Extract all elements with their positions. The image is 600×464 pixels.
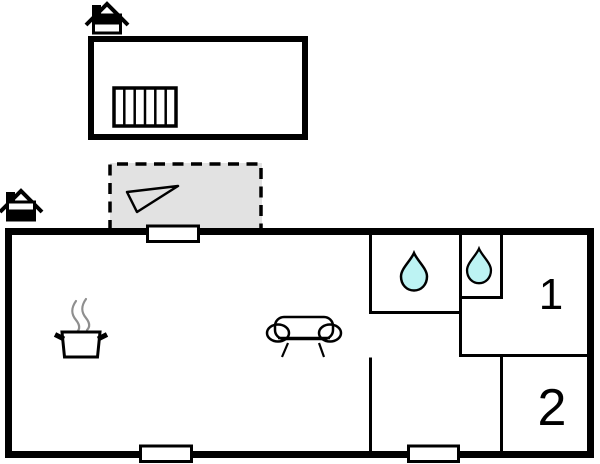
stairs-grate-icon (112, 86, 178, 128)
main-building: 1 2 (5, 224, 594, 463)
terrace-triangle-icon (125, 184, 180, 214)
steam-line (71, 299, 81, 334)
house-body-shading (95, 16, 119, 25)
outbuilding-walls (88, 36, 308, 140)
water-drop-icon (465, 245, 493, 285)
steam-line (81, 297, 91, 332)
outbuilding (88, 36, 308, 140)
sofa-armrest-right (317, 323, 343, 343)
cooking-pot-icon (53, 297, 109, 359)
sofa-leg-left (280, 342, 290, 358)
door-bottom-right (407, 444, 460, 463)
pot-handle-right (96, 332, 109, 342)
bedroom1-label: 1 (539, 270, 563, 319)
sofa-armrest-left (265, 323, 291, 343)
sofa-back (273, 315, 335, 341)
pot-handle-left (53, 332, 66, 342)
chimney-icon (6, 192, 15, 203)
bedroom2-label: 2 (538, 379, 567, 437)
house-direction-icon-top (84, 1, 130, 35)
sofa-leg-right (317, 342, 326, 358)
terrace (108, 162, 263, 231)
chimney-icon (92, 5, 101, 16)
terrace-area (110, 163, 262, 231)
water-drop-icon (399, 249, 429, 292)
house-body-shading (9, 209, 33, 219)
window-bottom-left (139, 444, 193, 463)
sofa-icon (265, 315, 343, 358)
window-top (146, 224, 200, 243)
terrace-dashed-border (108, 162, 263, 231)
exterior-walls (5, 228, 594, 458)
pot-body (60, 330, 102, 359)
house-direction-icon-left (0, 188, 44, 222)
